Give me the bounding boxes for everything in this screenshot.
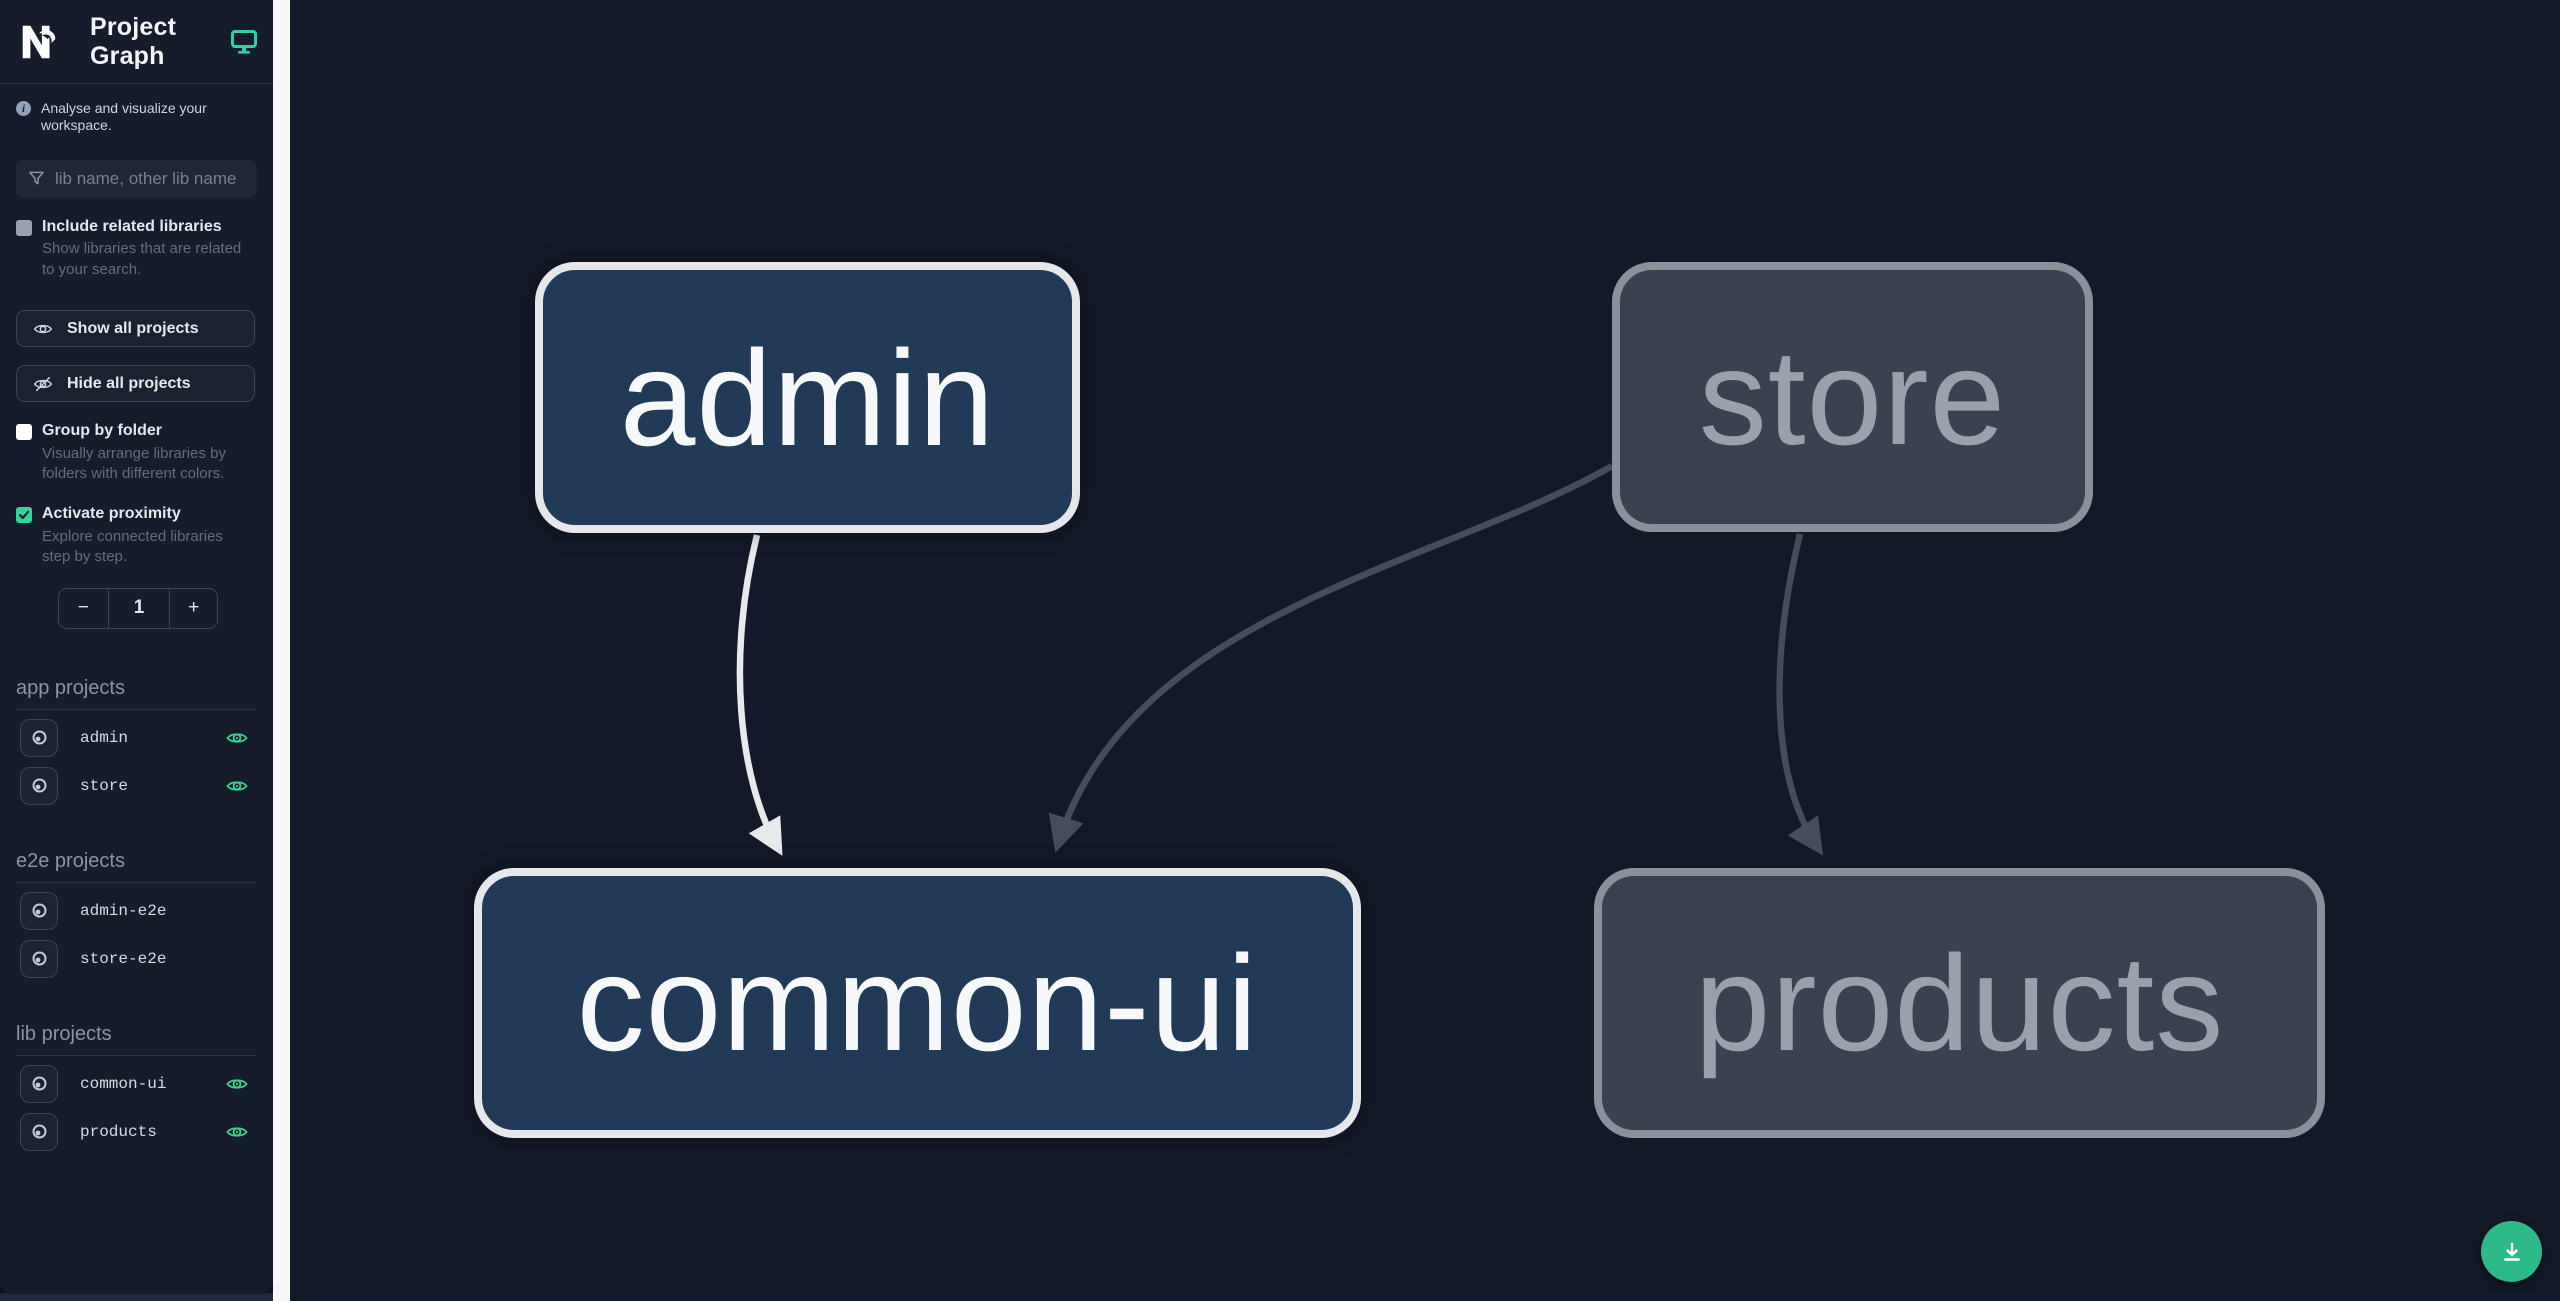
project-name: admin bbox=[80, 728, 129, 747]
group-by-folder-checkbox[interactable] bbox=[16, 424, 32, 441]
section-title: lib projects bbox=[16, 1023, 257, 1056]
section-title: e2e projects bbox=[16, 850, 257, 883]
edge-admin-to-common-ui bbox=[736, 534, 783, 856]
list-item-admin: admin bbox=[16, 718, 257, 758]
edge-store-to-common-ui bbox=[1048, 463, 1614, 853]
focus-project-button[interactable] bbox=[20, 766, 58, 805]
focus-target-icon bbox=[32, 730, 46, 745]
list-item-store-e2e: store-e2e bbox=[16, 939, 257, 979]
node-label: admin bbox=[619, 321, 996, 474]
node-label: common-ui bbox=[576, 927, 1259, 1079]
download-icon bbox=[2503, 1242, 2520, 1261]
activate-proximity-description: Explore connected libraries step by step… bbox=[42, 527, 223, 566]
project-name: admin-e2e bbox=[80, 901, 167, 920]
focus-project-button[interactable] bbox=[20, 939, 58, 978]
project-name: store-e2e bbox=[80, 949, 167, 968]
search-box[interactable] bbox=[16, 159, 257, 198]
node-label: products bbox=[1694, 927, 2225, 1079]
graph-node-products[interactable]: products bbox=[1594, 868, 2325, 1138]
focus-project-button[interactable] bbox=[20, 1064, 58, 1103]
info-icon: i bbox=[16, 101, 31, 116]
tagline-text: Analyse and visualize your workspace. bbox=[41, 100, 207, 133]
activate-proximity-label: Activate proximity bbox=[42, 505, 181, 523]
focus-target-icon bbox=[32, 1076, 46, 1091]
hide-all-projects-button[interactable]: Hide all projects bbox=[16, 365, 255, 403]
show-all-projects-button[interactable]: Show all projects bbox=[16, 310, 255, 348]
group-by-folder-option: Group by folder Visually arrange librari… bbox=[0, 422, 273, 485]
workspace-tagline: i Analyse and visualize your workspace. bbox=[0, 84, 273, 134]
group-by-folder-label: Group by folder bbox=[42, 422, 162, 440]
focus-project-button[interactable] bbox=[20, 718, 58, 757]
graph-canvas[interactable]: admin store common-ui products bbox=[290, 0, 2560, 1301]
focus-project-button[interactable] bbox=[20, 1112, 58, 1151]
graph-node-store[interactable]: store bbox=[1612, 262, 2093, 532]
edge-store-to-products bbox=[1776, 533, 1824, 856]
sidebar: Project Graph i Analyse and visualize yo… bbox=[0, 0, 273, 1294]
list-item-admin-e2e: admin-e2e bbox=[16, 891, 257, 931]
sidebar-header: Project Graph bbox=[0, 0, 273, 84]
list-item-common-ui: common-ui bbox=[16, 1064, 257, 1104]
proximity-depth-counter: − 1 + bbox=[58, 587, 218, 629]
activate-proximity-option: Activate proximity Explore connected lib… bbox=[0, 505, 273, 568]
include-related-option: Include related libraries Show libraries… bbox=[0, 218, 273, 281]
eye-off-icon bbox=[33, 376, 53, 392]
focus-target-icon bbox=[32, 951, 46, 966]
section-lib-projects: lib projects common-ui bbox=[16, 1023, 257, 1152]
proximity-depth-value: 1 bbox=[133, 597, 145, 619]
visibility-eye-icon[interactable] bbox=[225, 1072, 249, 1096]
download-image-button[interactable] bbox=[2481, 1221, 2542, 1282]
page-title: Project Graph bbox=[90, 12, 177, 70]
list-item-store: store bbox=[16, 766, 257, 806]
show-all-projects-label: Show all projects bbox=[67, 319, 199, 337]
focus-target-icon bbox=[32, 903, 46, 918]
graph-node-common-ui[interactable]: common-ui bbox=[474, 868, 1361, 1138]
search-input[interactable] bbox=[55, 168, 245, 189]
eye-icon bbox=[33, 324, 53, 334]
focus-target-icon bbox=[32, 1124, 46, 1139]
decrement-button[interactable]: − bbox=[59, 588, 109, 628]
project-name: products bbox=[80, 1122, 157, 1141]
checkmark-icon bbox=[18, 510, 30, 520]
hide-all-projects-label: Hide all projects bbox=[67, 374, 191, 392]
graph-node-admin[interactable]: admin bbox=[535, 262, 1080, 533]
list-item-products: products bbox=[16, 1112, 257, 1152]
nx-logo bbox=[22, 25, 56, 58]
sidebar-resize-divider[interactable] bbox=[273, 0, 290, 1301]
project-name: store bbox=[80, 776, 129, 795]
visibility-eye-icon[interactable] bbox=[225, 774, 249, 798]
increment-button[interactable]: + bbox=[169, 588, 217, 628]
focus-target-icon bbox=[32, 778, 46, 793]
monitor-icon[interactable] bbox=[231, 29, 257, 54]
group-by-folder-description: Visually arrange libraries by folders wi… bbox=[42, 444, 226, 483]
visibility-eye-icon[interactable] bbox=[225, 726, 249, 750]
project-name: common-ui bbox=[80, 1074, 167, 1093]
section-e2e-projects: e2e projects admin-e2e store- bbox=[16, 850, 257, 979]
include-related-description: Show libraries that are related to your … bbox=[42, 239, 242, 278]
node-label: store bbox=[1698, 321, 2007, 473]
include-related-checkbox[interactable] bbox=[16, 219, 32, 236]
focus-project-button[interactable] bbox=[20, 891, 58, 930]
filter-funnel-icon bbox=[29, 171, 44, 185]
sidebar-bottom-gutter bbox=[0, 1293, 273, 1301]
include-related-label: Include related libraries bbox=[42, 217, 222, 235]
section-app-projects: app projects admin bbox=[16, 677, 257, 806]
activate-proximity-checkbox[interactable] bbox=[16, 507, 32, 524]
visibility-eye-icon[interactable] bbox=[225, 1120, 249, 1144]
section-title: app projects bbox=[16, 677, 257, 710]
